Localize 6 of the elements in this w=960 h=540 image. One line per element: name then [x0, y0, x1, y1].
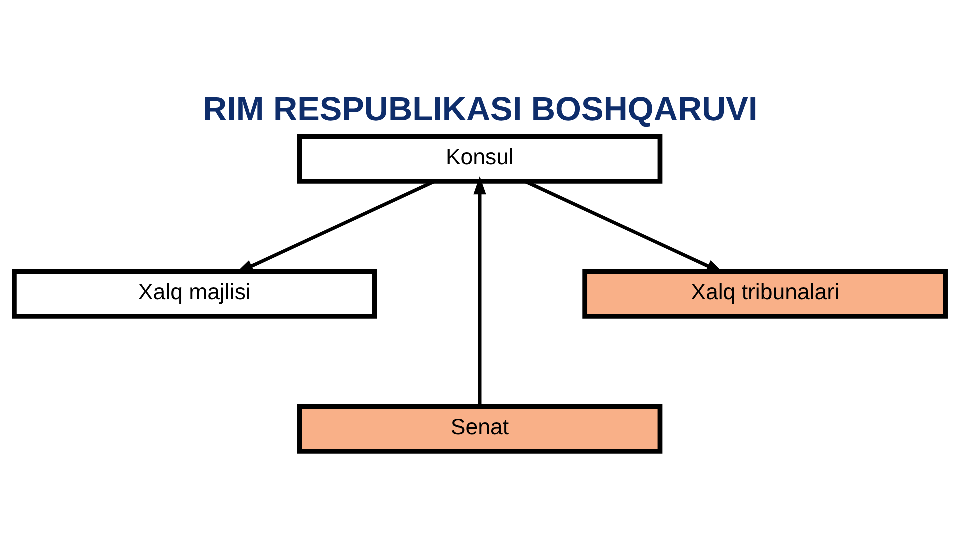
diagram-title: RIM RESPUBLIKASI BOSHQARUVI	[203, 90, 758, 128]
node-box: Senat	[297, 404, 663, 454]
node-box: Xalq majlisi	[12, 268, 378, 318]
node-box: Konsul	[297, 134, 663, 184]
arrow	[474, 176, 486, 406]
node-box: Xalq tribunalari	[582, 268, 948, 318]
